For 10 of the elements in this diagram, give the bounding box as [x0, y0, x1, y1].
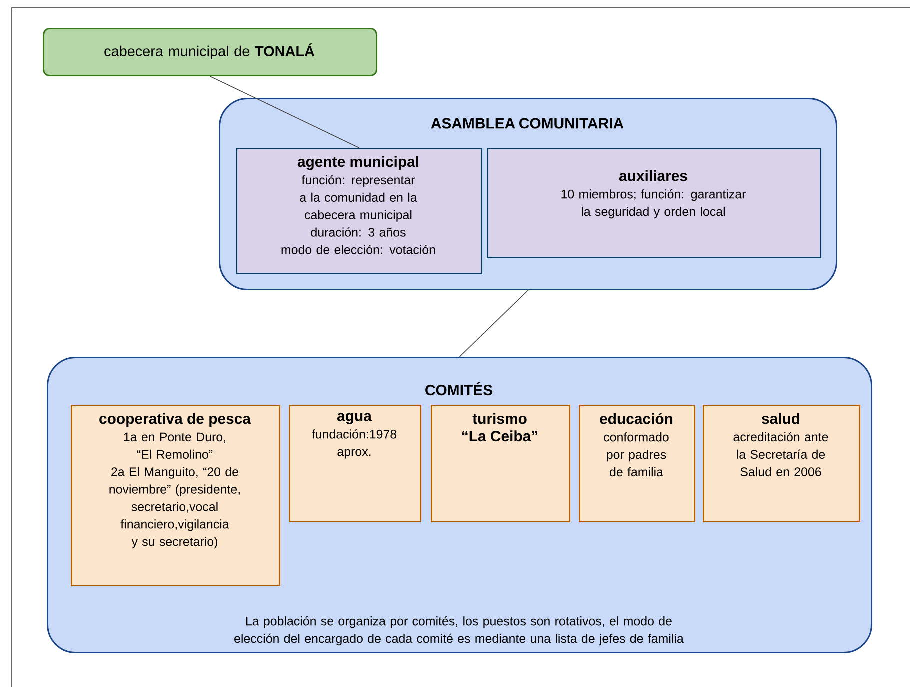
connector-line [210, 76, 360, 148]
role-box: auxiliares 10 miembros; función: garantizar la seguridad y orden local [487, 148, 822, 258]
committee-box: agua fundación:1978 aprox. [289, 405, 422, 522]
committee-box: cooperativa de pesca 1a en Ponte Duro, “El Remolino” 2a El Manguito, “20 de noviembre” (presidente, secretario,vocal financiero,vigilancia y su secretario) [71, 405, 280, 586]
connector-line [459, 290, 529, 358]
committee-box: salud acreditación ante la Secretaría de Salud en 2006 [703, 405, 860, 522]
label-box: cabecera municipal de TONALÁ [43, 28, 378, 76]
role-box: agente municipal función: representar a la comunidad en la cabecera municipal duración: 3 años modo de elección: votación [236, 148, 482, 274]
committee-box: turismo “La Ceiba” [431, 405, 570, 522]
committee-box: educación conformado por padres de familia [579, 405, 696, 522]
